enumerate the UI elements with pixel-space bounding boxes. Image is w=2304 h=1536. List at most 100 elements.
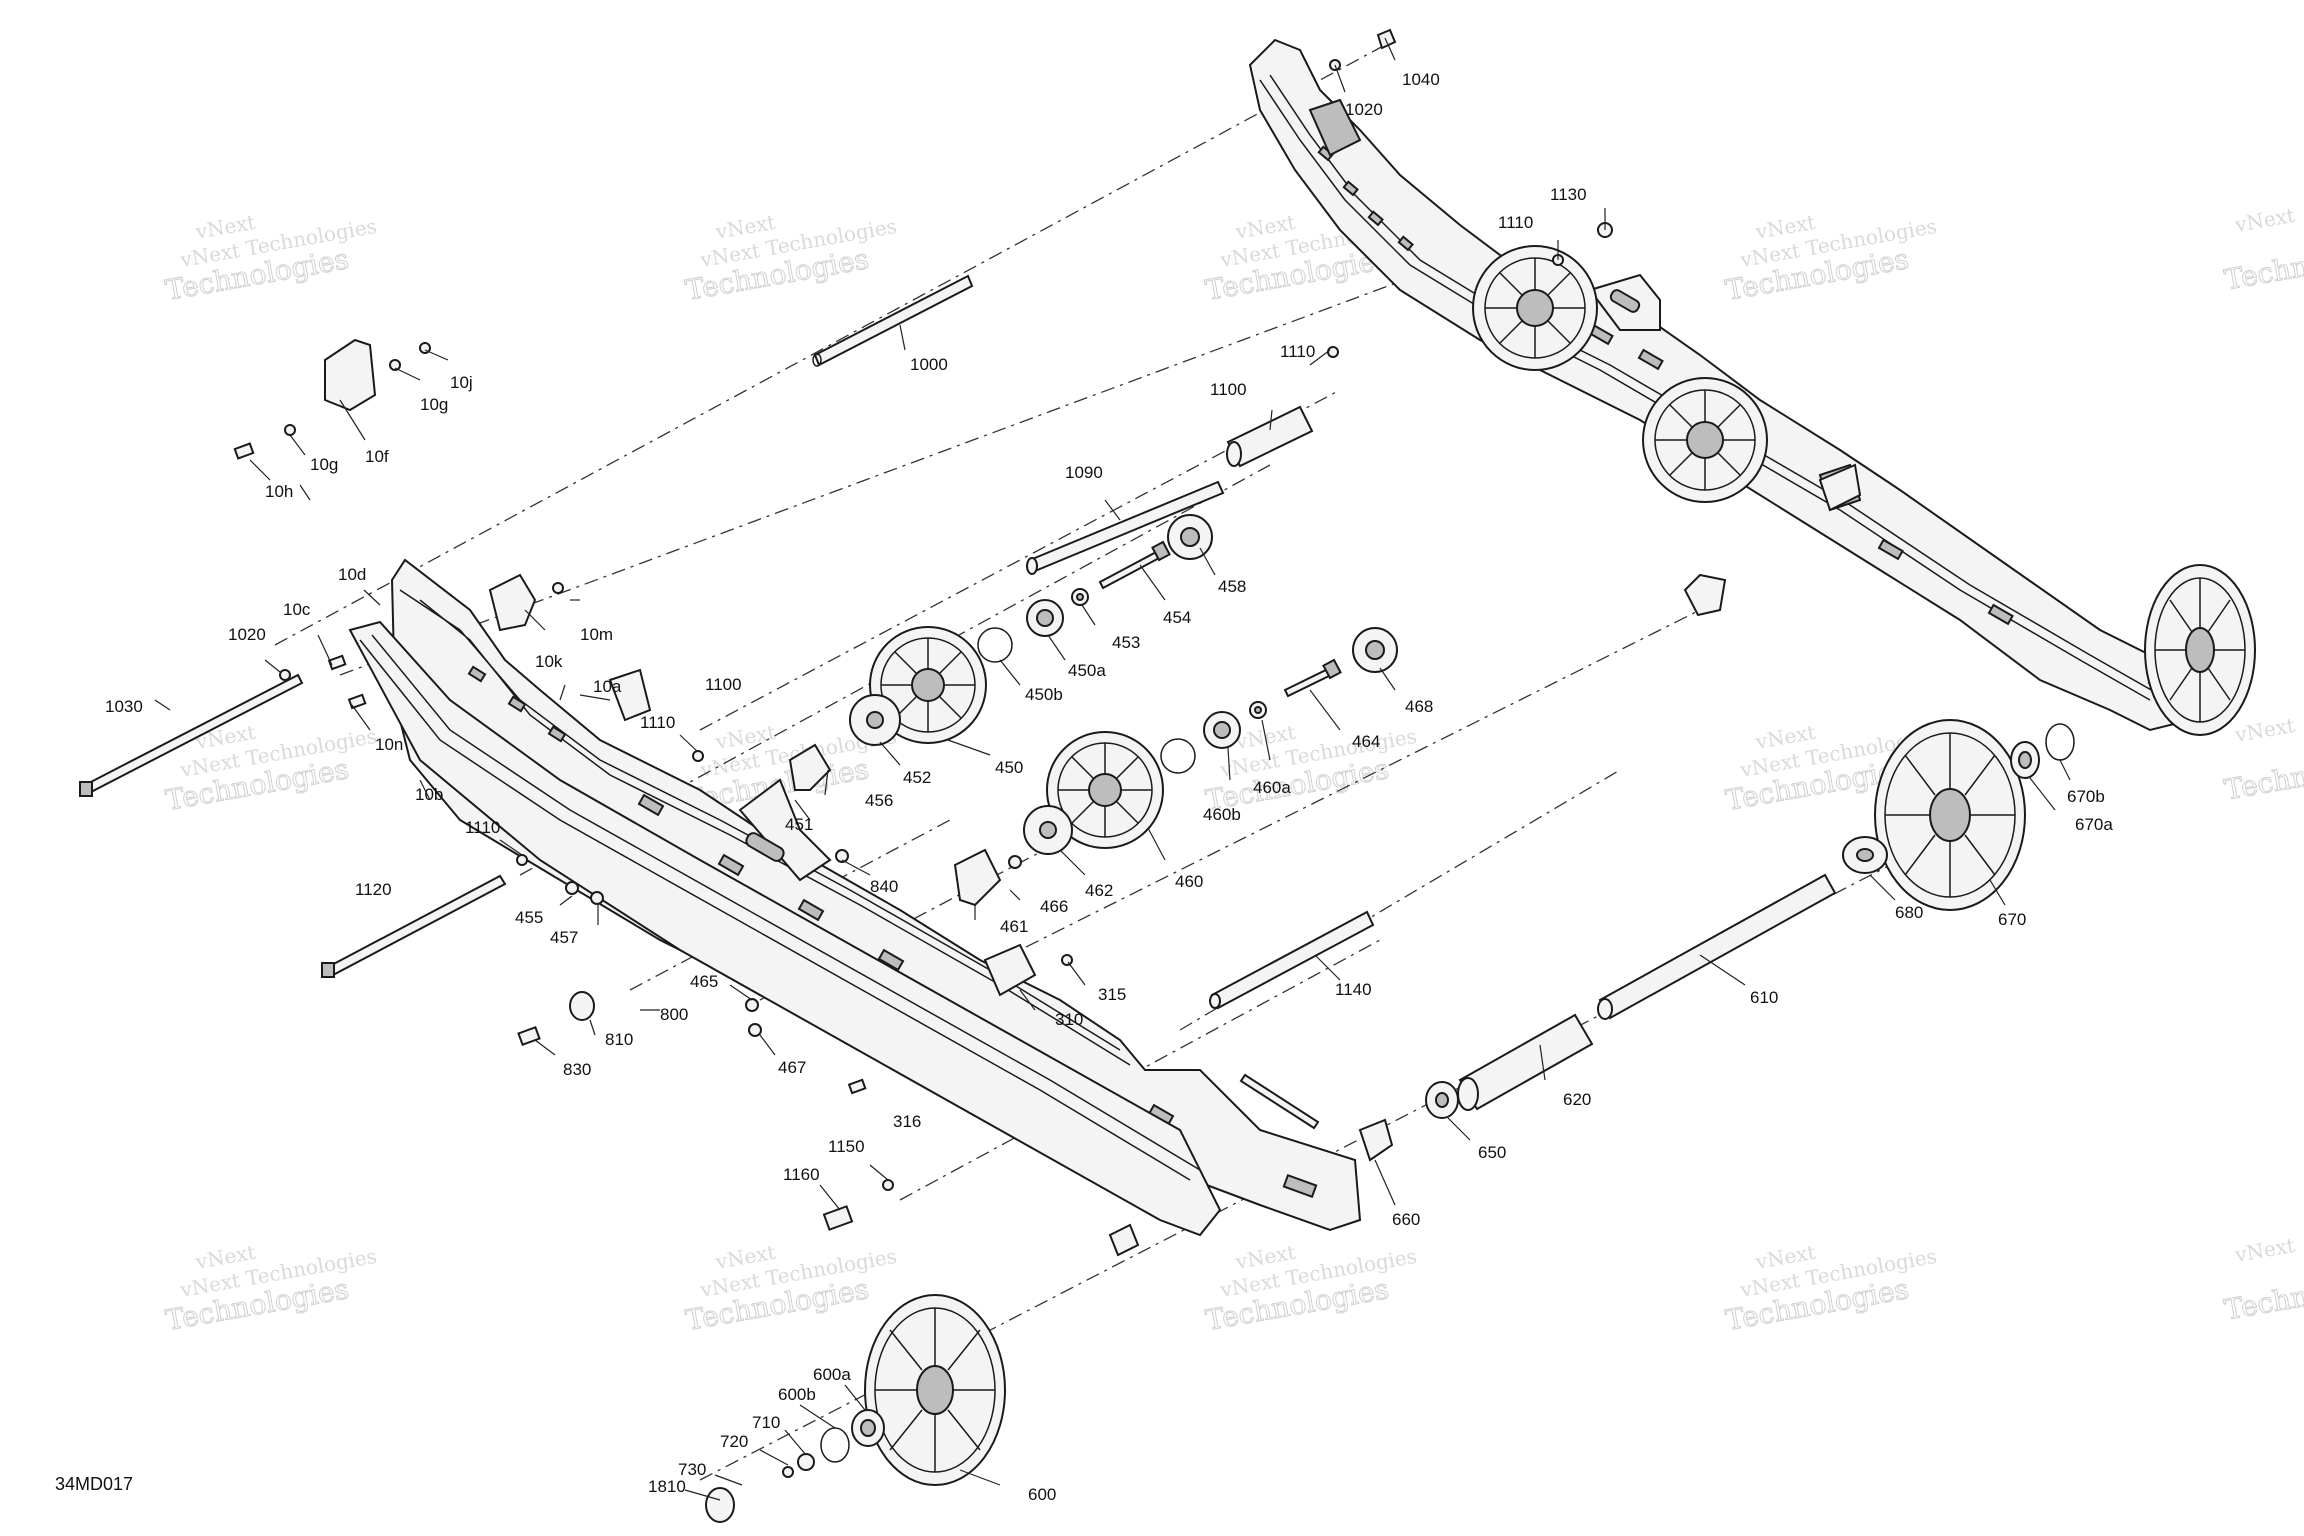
callout-labels: 1040 1020 1130 1110 1110 1000 1100 10j 1… [105, 70, 2113, 1504]
callout: 10m [580, 625, 613, 644]
callout: 610 [1750, 988, 1778, 1007]
callout: 457 [550, 928, 578, 947]
watermark-14: vNext vNext Technologies Technologies [1722, 1240, 1938, 1338]
watermark-4: vNext vNext Technologies Technologies [1722, 210, 1938, 308]
callout: 1140 [1335, 980, 1372, 999]
callout: 458 [1218, 577, 1246, 596]
callout: 720 [720, 1432, 748, 1451]
callout: 1040 [1402, 70, 1440, 89]
callout: 1000 [910, 355, 948, 374]
callout: 464 [1352, 732, 1380, 751]
callout: 1160 [783, 1165, 820, 1184]
callout: 10g [420, 395, 448, 414]
svg-text:Technologies: Technologies [2222, 232, 2304, 297]
left-rail-10a [390, 558, 1362, 1232]
callout: 10n [375, 735, 403, 754]
callout: 450b [1025, 685, 1063, 704]
callout: 600a [813, 1365, 851, 1384]
sleeve-620 [1457, 1013, 1594, 1111]
diagram-code: 34MD017 [55, 1474, 133, 1494]
callout: 10c [283, 600, 311, 619]
callout: 730 [678, 1460, 706, 1479]
shaft-610 [1597, 873, 1837, 1020]
callout: 452 [903, 768, 931, 787]
bolt-upper-660 [1239, 1073, 1320, 1130]
right-rail-wheel-1 [1472, 245, 1598, 371]
watermark-1: vNext vNext Technologies Technologies [162, 210, 378, 308]
callout: 460b [1203, 805, 1241, 824]
callout: 670a [2075, 815, 2113, 834]
wheel-600 [864, 1294, 1006, 1486]
svg-text:Technologies: Technologies [2222, 742, 2304, 807]
callout: 660 [1392, 1210, 1420, 1229]
watermark-15: vNext Technologies [2222, 1233, 2304, 1327]
watermark-5: vNext Technologies [2222, 203, 2304, 297]
callout: 1110 [640, 713, 675, 732]
left-slide-10b [348, 620, 1222, 1237]
callout: 600 [1028, 1485, 1056, 1504]
callout: 10h [265, 482, 293, 501]
svg-text:vNext: vNext [2232, 203, 2296, 237]
watermark-6: vNext vNext Technologies Technologies [162, 720, 378, 818]
svg-text:Technologies: Technologies [2222, 1262, 2304, 1327]
callout: 600b [778, 1385, 816, 1404]
callout: 680 [1895, 903, 1923, 922]
watermark-12: vNext vNext Technologies Technologies [682, 1240, 898, 1338]
callout: 460 [1175, 872, 1203, 891]
callout: 1090 [1065, 463, 1103, 482]
callout: 710 [752, 1413, 780, 1432]
callout: 670b [2067, 787, 2105, 806]
shaft-1000 [812, 274, 974, 367]
callout: 10k [535, 652, 563, 671]
callout: 1130 [1550, 185, 1587, 204]
callout: 1020 [228, 625, 266, 644]
callout: 1810 [648, 1477, 686, 1496]
callout: 10g [310, 455, 338, 474]
callout: 800 [660, 1005, 688, 1024]
callout: 650 [1478, 1143, 1506, 1162]
callout: 467 [778, 1058, 806, 1077]
right-rail-rear-wheel [2144, 564, 2256, 736]
callout: 810 [605, 1030, 633, 1049]
callout: 10a [593, 677, 622, 696]
callout: 830 [563, 1060, 591, 1079]
shaft-1030 [79, 673, 304, 797]
sleeve-1100 [1226, 405, 1314, 468]
right-rail-wheel-2 [1642, 377, 1768, 503]
callout: 310 [1055, 1010, 1083, 1029]
callout: 1120 [355, 880, 392, 899]
callout: 450a [1068, 661, 1106, 680]
callout: 453 [1112, 633, 1140, 652]
bearings [705, 514, 2075, 1523]
callout: 1110 [1498, 213, 1533, 232]
callout: 316 [893, 1112, 921, 1131]
callout: 1100 [1210, 380, 1247, 399]
shaft-1140 [1209, 910, 1375, 1010]
callout: 10f [365, 447, 389, 466]
callout: 1030 [105, 697, 143, 716]
callout: 1100 [705, 675, 742, 694]
callout: 10j [450, 373, 473, 392]
callout: 10d [338, 565, 366, 584]
callout: 462 [1085, 881, 1113, 900]
callout: 456 [865, 791, 893, 810]
wheel-460 [1046, 731, 1164, 849]
callout: 465 [690, 972, 718, 991]
callout: 620 [1563, 1090, 1591, 1109]
callout: 1020 [1345, 100, 1383, 119]
shaft-1120 [321, 874, 507, 978]
callout: 451 [785, 815, 813, 834]
watermark-2: vNext vNext Technologies Technologies [682, 210, 898, 308]
brackets-and-fasteners [233, 28, 1862, 1257]
callout: 1110 [465, 818, 500, 837]
callout: 460a [1253, 778, 1291, 797]
callout: 455 [515, 908, 543, 927]
watermark-13: vNext vNext Technologies Technologies [1202, 1240, 1418, 1338]
shaft-1090 [1026, 480, 1225, 575]
bolt-454 [1098, 540, 1171, 590]
callout: 315 [1098, 985, 1126, 1004]
callout: 1150 [828, 1137, 865, 1156]
leader-lines [154, 37, 2071, 1501]
bolt-464 [1283, 658, 1342, 698]
